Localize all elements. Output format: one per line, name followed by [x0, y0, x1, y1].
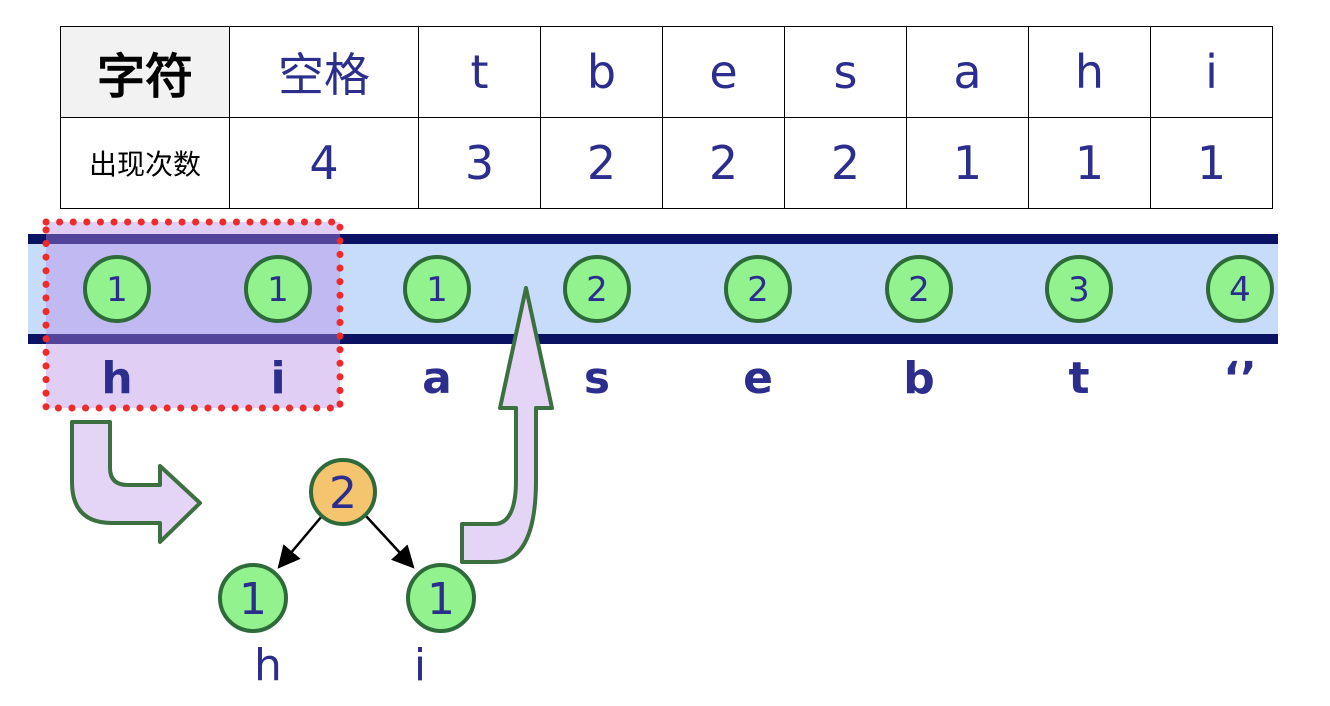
- count-cell: 1: [1028, 117, 1151, 209]
- tree-edge-left: [277, 515, 323, 569]
- count-cell: 2: [784, 117, 907, 209]
- tree-left-weight: 1: [239, 574, 267, 625]
- count-cell: 4: [229, 117, 419, 209]
- queue-node: 2b: [885, 255, 953, 404]
- char-row: 字符 空格 t b e s a h i: [60, 26, 1273, 118]
- queue-node: 1i: [244, 255, 312, 404]
- char-cell: h: [1028, 26, 1151, 118]
- queue-node-circle: [885, 255, 953, 323]
- tree-left-label: h: [254, 640, 282, 691]
- queue-node-circle: [724, 255, 792, 323]
- queue-node: 3t: [1045, 255, 1113, 404]
- queue-node: 4 ‘’: [1206, 255, 1274, 404]
- char-header: 字符: [60, 26, 230, 118]
- queue-node-label: ‘’: [1223, 353, 1256, 404]
- queue-node-weight: 2: [586, 270, 608, 310]
- count-row: 出现次数 4 3 2 2 2 1 1 1: [60, 117, 1273, 209]
- queue-node-weight: 4: [1229, 270, 1251, 310]
- char-cell: e: [662, 26, 785, 118]
- queue-node-label: e: [743, 353, 773, 404]
- tree-edge-right: [365, 515, 415, 569]
- queue-node: 2s: [563, 255, 631, 404]
- queue-node-label: b: [903, 353, 935, 404]
- queue-node-weight: 2: [908, 270, 930, 310]
- queue-node-circle: [1206, 255, 1274, 323]
- tree-left-node: 1: [218, 563, 288, 633]
- queue-node: 2e: [724, 255, 792, 404]
- frequency-table: 字符 空格 t b e s a h i 出现次数 4 3 2 2 2 1 1 1: [60, 26, 1273, 209]
- queue-node-circle: [403, 255, 471, 323]
- char-cell: i: [1150, 26, 1273, 118]
- tree-right-weight: 1: [427, 574, 455, 625]
- queue-node-weight: 1: [267, 270, 289, 310]
- count-cell: 3: [418, 117, 541, 209]
- queue-node: 1a: [403, 255, 471, 404]
- queue-node-circle: [244, 255, 312, 323]
- queue-node-circle: [1045, 255, 1113, 323]
- merge-arrow-icon: [70, 420, 202, 544]
- count-cell: 1: [1150, 117, 1273, 209]
- tree-right-label: i: [414, 640, 426, 691]
- queue-node-weight: 3: [1068, 270, 1090, 310]
- queue-node-circle: [563, 255, 631, 323]
- queue-node-label: t: [1068, 353, 1089, 404]
- merged-tree: 2 1 h 1 i: [218, 458, 476, 691]
- queue-node-label: a: [422, 353, 452, 404]
- count-header: 出现次数: [60, 117, 230, 209]
- char-cell: t: [418, 26, 541, 118]
- queue-node-label: h: [101, 353, 132, 404]
- tree-root-weight: 2: [329, 468, 357, 519]
- tree-root-node: 2: [309, 458, 377, 526]
- queue-node-circle: [83, 255, 151, 323]
- queue-node-weight: 1: [106, 270, 128, 310]
- queue-node-weight: 2: [747, 270, 769, 310]
- queue-node-label: s: [584, 353, 610, 404]
- tree-right-node: 1: [406, 563, 476, 633]
- insert-arrow-icon: [460, 286, 554, 564]
- queue-node-weight: 1: [426, 270, 448, 310]
- queue-node: 1h: [83, 255, 151, 404]
- queue-node-label: i: [270, 353, 285, 404]
